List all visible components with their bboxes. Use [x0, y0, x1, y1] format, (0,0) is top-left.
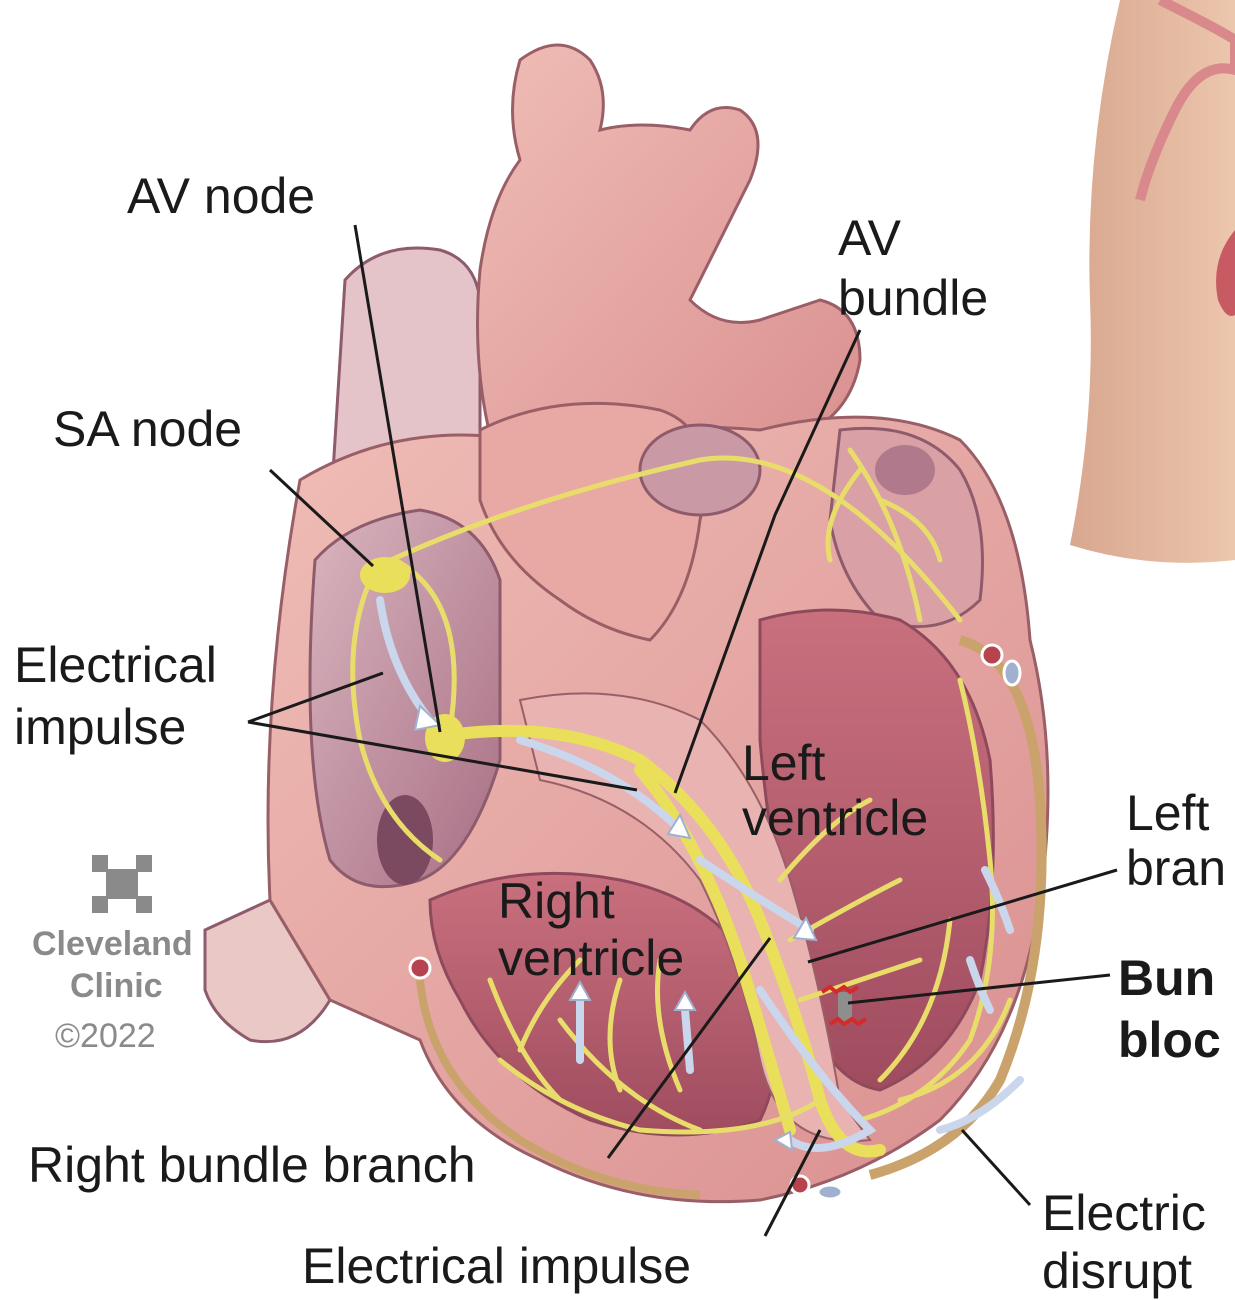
leader-electrical-disruption — [962, 1130, 1030, 1205]
label-av-bundle-line1: AV — [838, 210, 902, 266]
torso-illustration — [1070, 0, 1235, 563]
cleveland-clinic-logo-icon — [92, 855, 152, 913]
label-av-node: AV node — [127, 168, 315, 224]
label-right-ventricle-line2: ventricle — [498, 930, 684, 986]
label-electrical-disruption-line2: disrupt — [1042, 1243, 1192, 1299]
label-left-branch-line1: Left — [1126, 785, 1210, 841]
label-electrical-impulse-line2: impulse — [14, 699, 186, 755]
label-left-branch-line2: bran — [1126, 840, 1226, 896]
label-bundle-block-line2: bloc — [1118, 1012, 1221, 1068]
label-electrical-impulse-line1: Electrical — [14, 637, 217, 693]
cleveland-clinic-logo: Cleveland Clinic ©2022 — [32, 855, 193, 1055]
label-av-bundle-line2: bundle — [838, 270, 988, 326]
brand-name-line2: Clinic — [70, 967, 163, 1005]
label-left-ventricle-line1: Left — [742, 735, 826, 791]
label-sa-node: SA node — [53, 401, 242, 457]
label-bundle-block-line1: Bun — [1118, 950, 1215, 1006]
brand-copyright: ©2022 — [55, 1017, 156, 1055]
label-right-bundle-branch: Right bundle branch — [28, 1137, 476, 1193]
label-electrical-disruption-line1: Electric — [1042, 1185, 1206, 1241]
label-left-ventricle-line2: ventricle — [742, 790, 928, 846]
heart-illustration — [205, 45, 1048, 1202]
label-electrical-impulse-bottom: Electrical impulse — [302, 1238, 691, 1294]
label-right-ventricle-line1: Right — [498, 873, 615, 929]
brand-name-line1: Cleveland — [32, 925, 193, 963]
